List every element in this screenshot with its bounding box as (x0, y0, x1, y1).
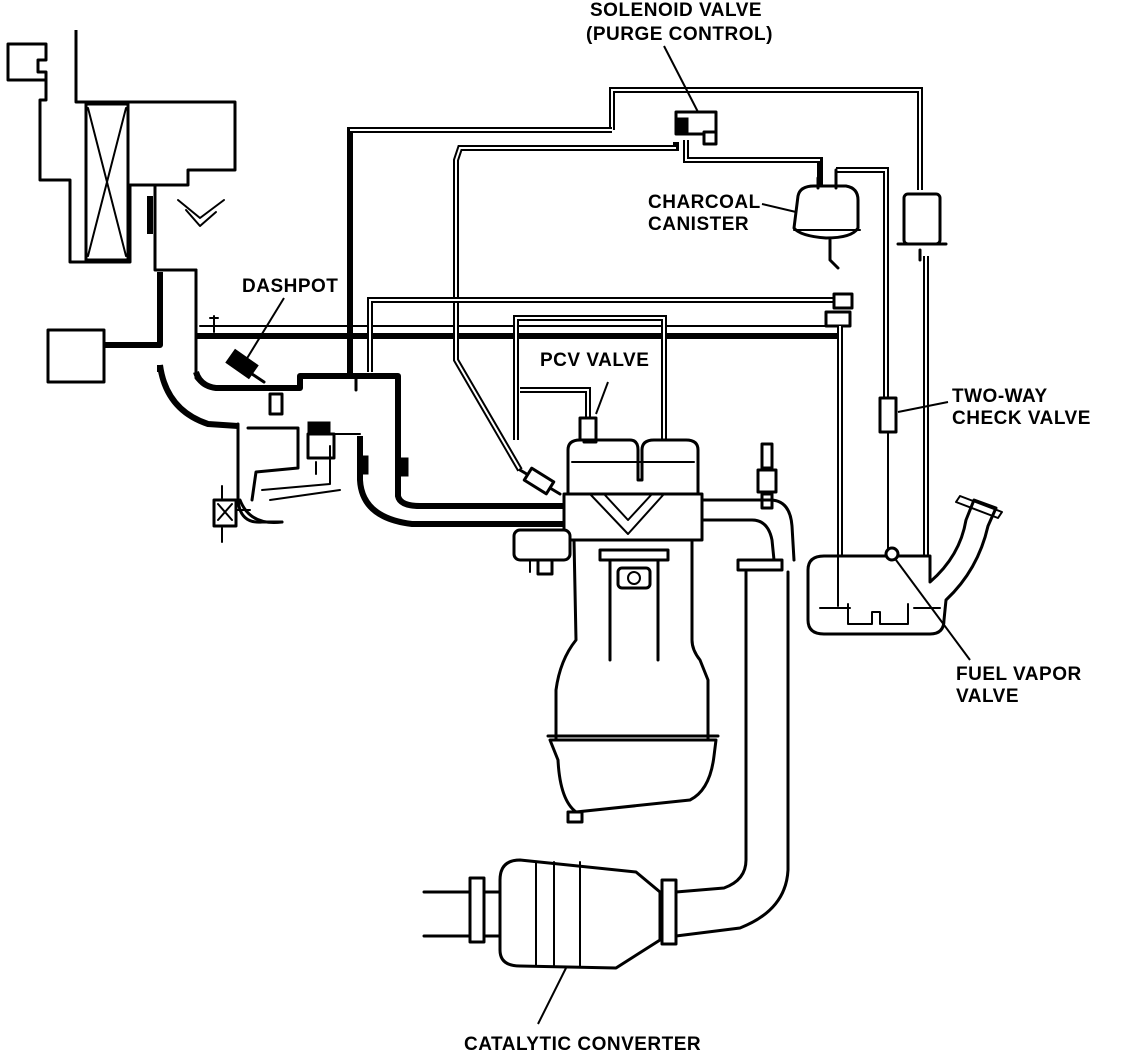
inline-fittings (824, 292, 854, 556)
pcv-valve-label: PCV VALVE (540, 350, 649, 371)
solenoid-valve-label-line2: (PURGE CONTROL) (586, 24, 773, 45)
fuel-vapor-valve-label-line1: FUEL VAPOR (956, 664, 1082, 685)
two-way-check-valve-label-line1: TWO-WAY (952, 386, 1048, 407)
charcoal-canister (761, 168, 861, 270)
fuel-filter (896, 192, 948, 556)
solenoid-valve (663, 45, 718, 146)
purge-hoses (347, 87, 923, 472)
charcoal-canister-label-line1: CHARCOAL (648, 192, 761, 213)
dashpot-label: DASHPOT (242, 276, 338, 297)
fuel-tank (806, 495, 1003, 661)
dashpot (225, 297, 285, 416)
spark-plug (756, 442, 778, 510)
solenoid-valve-label-line1: SOLENOID VALVE (590, 0, 762, 21)
pcv-valve (578, 381, 609, 442)
engine-block (518, 430, 720, 824)
air-cleaner (6, 30, 237, 272)
two-way-check-valve (878, 396, 949, 553)
two-way-check-valve-label-line2: CHECK VALVE (952, 408, 1091, 429)
labels: SOLENOID VALVE (PURGE CONTROL) CHARCOAL … (242, 0, 1091, 1055)
charcoal-canister-label-line2: CANISTER (648, 214, 749, 235)
starter (512, 528, 572, 576)
fuel-vapor-valve-label-line2: VALVE (956, 686, 1019, 707)
catalytic-converter-label: CATALYTIC CONVERTER (464, 1034, 701, 1055)
throttle-assembly (212, 421, 566, 543)
exhaust-pipe (422, 498, 796, 1025)
